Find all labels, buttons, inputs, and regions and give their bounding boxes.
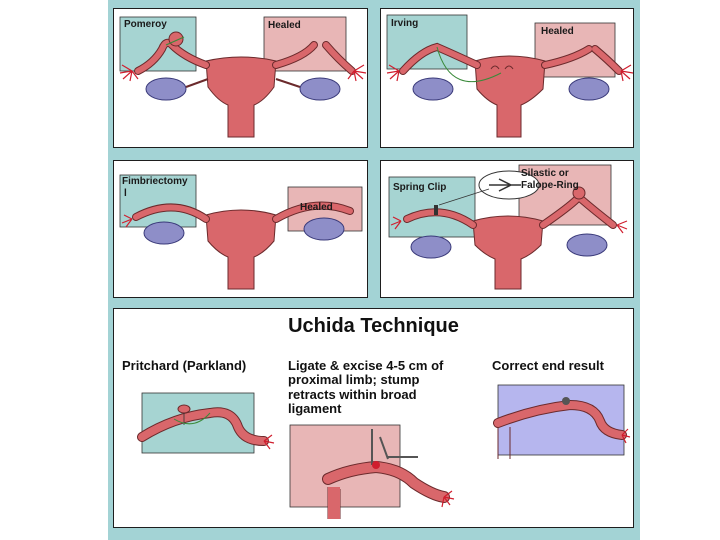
falope-ring-label-line2: Falope-Ring [521,181,579,192]
irving-panel: Irving Healed [380,8,634,148]
uchida-panel: Uchida Technique Pritchard (Parkland) Li… [113,308,634,528]
falope-ring-label-line1: Silastic or [521,169,569,180]
spring-clip-label: Spring Clip [393,183,446,194]
ligate-caption: Ligate & excise 4-5 cm of proximal limb;… [288,359,464,416]
pomeroy-healed-label: Healed [268,21,301,32]
irving-label: Irving [391,19,418,30]
fimbriectomy-panel: Fimbriectomy l Healed [113,160,368,298]
uchida-diagram [114,309,634,528]
uchida-title: Uchida Technique [114,315,633,338]
fimbriectomy-healed-label: Healed [300,203,333,214]
correct-result-title: Correct end result [492,359,604,373]
pritchard-title: Pritchard (Parkland) [122,359,246,373]
irving-healed-label: Healed [541,27,574,38]
clip-ring-panel: Spring Clip Silastic or Falope-Ring [380,160,634,298]
fimbriectomy-label: Fimbriectomy [122,177,188,188]
spring-clip-icon [434,205,438,215]
irving-diagram [381,9,634,148]
fimbriectomy-label-cont: l [124,189,127,200]
pomeroy-label: Pomeroy [124,20,167,31]
pomeroy-panel: Pomeroy Healed [113,8,368,148]
